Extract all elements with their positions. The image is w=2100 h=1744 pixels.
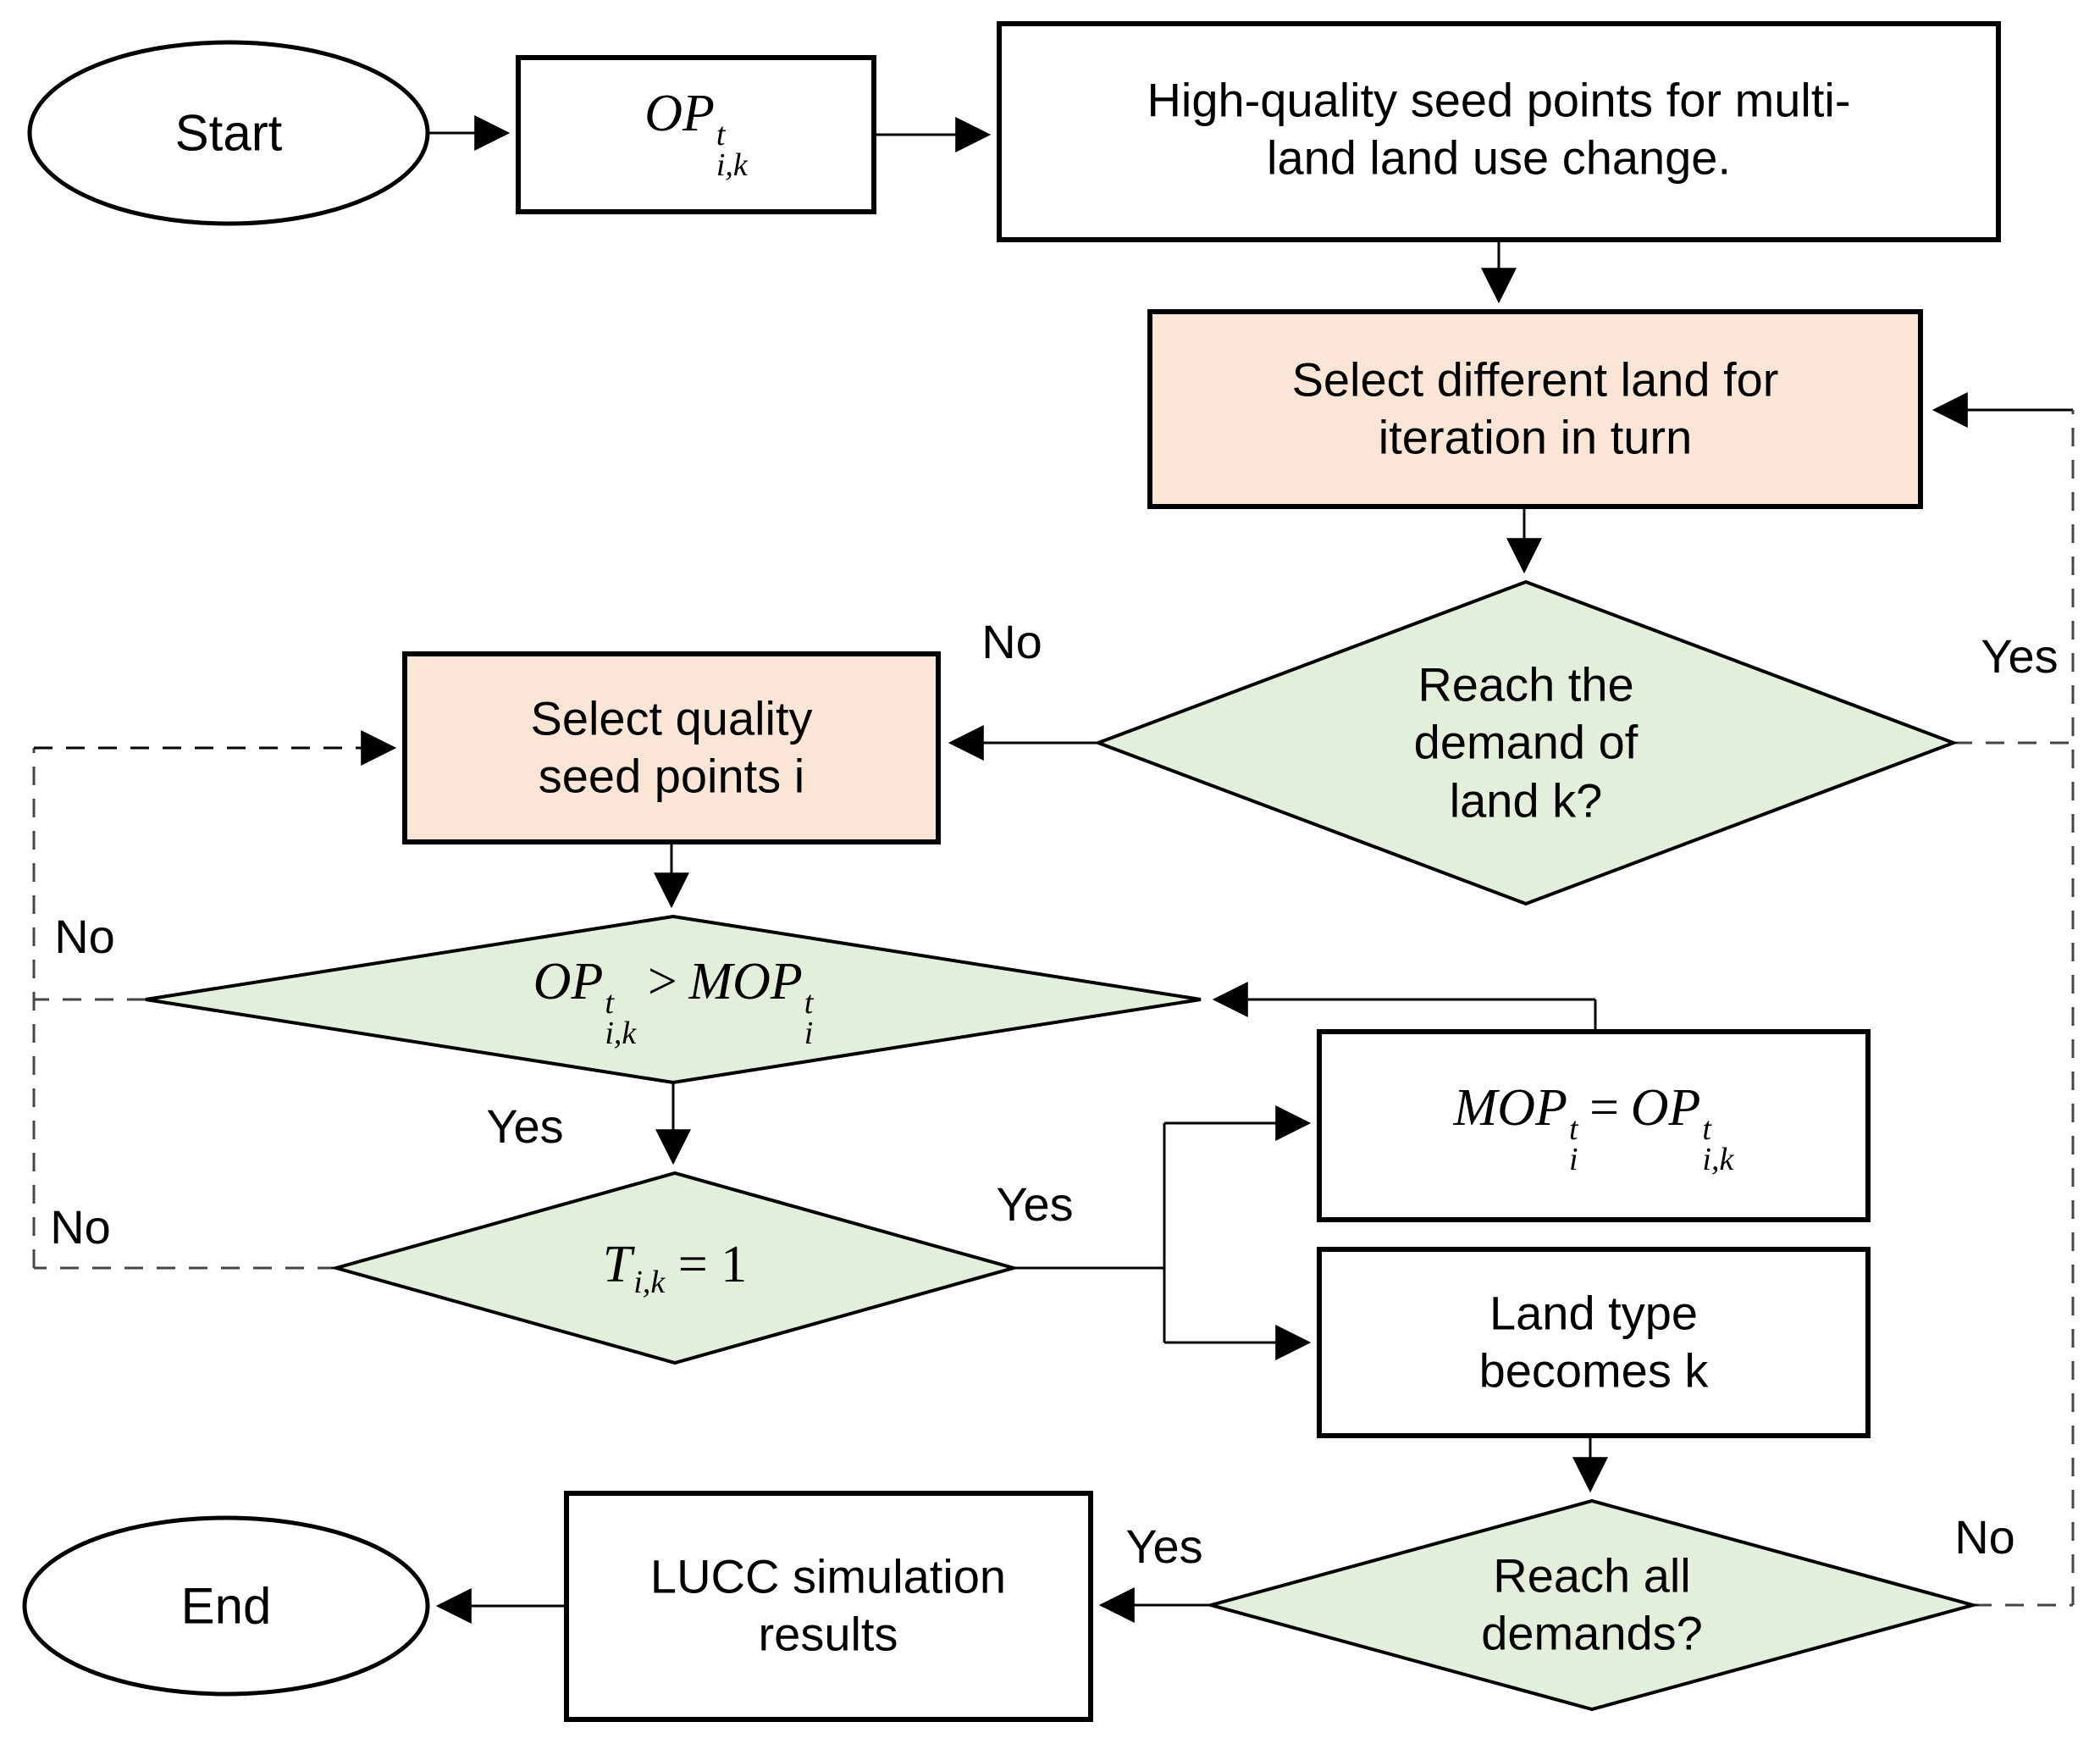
land-type-box bbox=[1317, 1247, 1871, 1438]
mop-assign-box bbox=[1317, 1029, 1871, 1222]
yes-label-t: Yes bbox=[996, 1177, 1074, 1231]
t-base: T bbox=[602, 1236, 633, 1294]
op-gt-mop-right-base: MOP bbox=[688, 952, 803, 1010]
mop-assign-left-base: MOP bbox=[1453, 1078, 1567, 1137]
equals-sign: = bbox=[1589, 1078, 1620, 1137]
greater-than-sign: > bbox=[647, 952, 677, 1010]
hq-label: High-quality seed points for multi- land… bbox=[1147, 73, 1851, 185]
t-rest: = 1 bbox=[677, 1236, 748, 1294]
t-sub: i,k bbox=[633, 1265, 666, 1301]
yes-label-reach-demand: Yes bbox=[1981, 628, 2059, 683]
t-eq-1-formula: Ti,k = 1 bbox=[603, 1233, 747, 1303]
select-land-label: Select different land for iteration in t… bbox=[1291, 352, 1779, 464]
end-label: End bbox=[180, 1577, 272, 1635]
land-type-label: Land type becomes k bbox=[1478, 1286, 1709, 1398]
no-label-op-gt-mop: No bbox=[54, 909, 115, 963]
op-gt-mop-left-base: OP bbox=[533, 952, 604, 1010]
select-land-box bbox=[1147, 309, 1923, 509]
lucc-box bbox=[564, 1491, 1093, 1722]
reach-demand-diamond bbox=[1093, 579, 1959, 906]
end-ellipse bbox=[22, 1515, 430, 1697]
reach-all-diamond bbox=[1204, 1498, 1980, 1712]
select-seed-box bbox=[402, 651, 941, 844]
t-eq-1-diamond bbox=[329, 1171, 1020, 1365]
op-gt-mop-diamond bbox=[145, 914, 1202, 1085]
no-label-reach-all: No bbox=[1954, 1509, 2015, 1564]
lucc-label: LUCC simulation results bbox=[649, 1549, 1007, 1661]
yes-label-op-gt-mop: Yes bbox=[486, 1099, 564, 1153]
start-label: Start bbox=[174, 104, 283, 162]
reach-demand-label: Reach the demand of land k? bbox=[1413, 657, 1639, 828]
yes-label-reach-all: Yes bbox=[1125, 1519, 1203, 1573]
mop-assign-right-base: OP bbox=[1630, 1078, 1701, 1137]
hq-box bbox=[997, 21, 2001, 242]
op-sub: i,k bbox=[716, 147, 748, 184]
start-ellipse bbox=[27, 40, 430, 226]
op-sup: t bbox=[716, 116, 726, 152]
op-box bbox=[516, 55, 876, 214]
op-base: OP bbox=[644, 84, 715, 142]
no-label-reach-demand: No bbox=[981, 614, 1042, 668]
select-seed-label: Select quality seed points i bbox=[530, 691, 813, 803]
no-label-t: No bbox=[50, 1199, 111, 1254]
reach-all-label: Reach all demands? bbox=[1481, 1548, 1703, 1660]
